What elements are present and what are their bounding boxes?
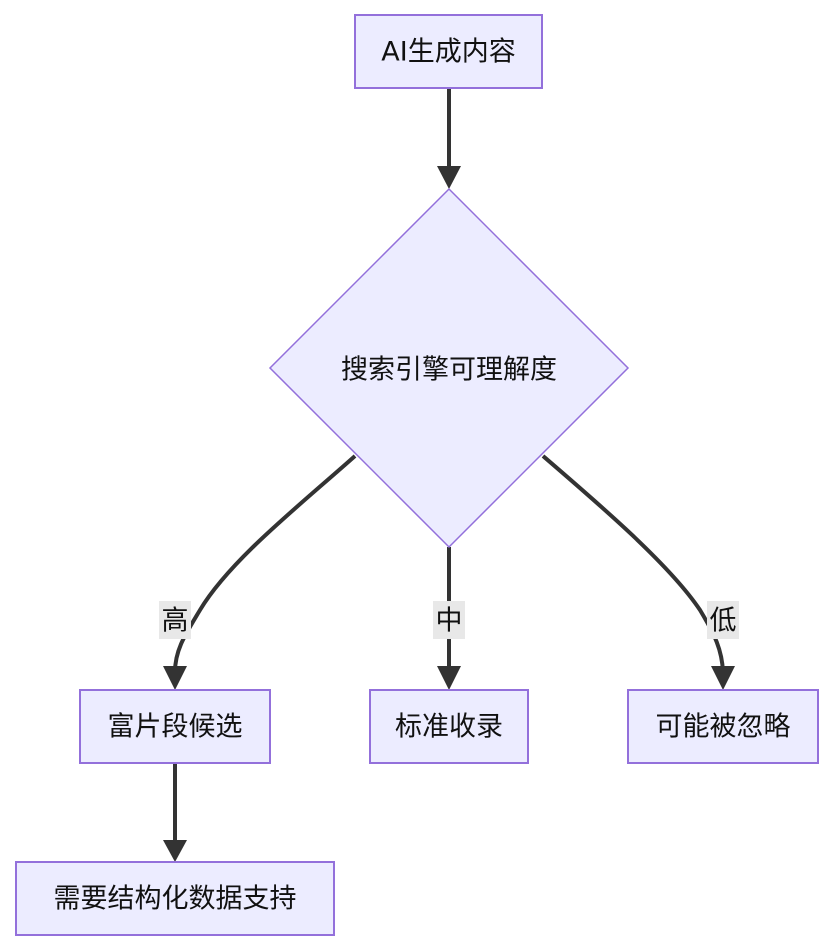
node-ai-content-label: AI生成内容 [381,37,515,68]
edge-label-low: 低 [707,601,739,639]
node-ai-content[interactable]: AI生成内容 [354,14,543,89]
node-decision-understandability[interactable]: 搜索引擎可理解度 [268,187,630,549]
edge-decision-to-ignored [541,454,725,673]
arrowhead-icon [437,666,461,690]
node-rich-snippet-candidate[interactable]: 富片段候选 [79,689,271,764]
edge-decision-to-rich [173,454,357,673]
node-standard-label: 标准收录 [395,712,503,743]
node-standard-indexing[interactable]: 标准收录 [369,689,529,764]
edge-label-medium-text: 中 [436,606,463,637]
edge-label-high-text: 高 [162,606,189,637]
node-ignored-label: 可能被忽略 [656,712,791,743]
arrowhead-icon [711,666,735,690]
node-structured-data-support[interactable]: 需要结构化数据支持 [15,861,335,936]
edge-label-medium: 中 [433,601,465,639]
node-decision-label: 搜索引擎可理解度 [341,355,557,386]
node-structured-label: 需要结构化数据支持 [54,884,297,915]
node-rich-label: 富片段候选 [108,712,243,743]
arrowhead-icon [163,666,187,690]
arrowhead-icon [163,840,187,862]
node-may-be-ignored[interactable]: 可能被忽略 [627,689,819,764]
arrowhead-icon [437,166,461,189]
edge-label-high: 高 [159,601,191,639]
edge-label-low-text: 低 [710,606,737,637]
